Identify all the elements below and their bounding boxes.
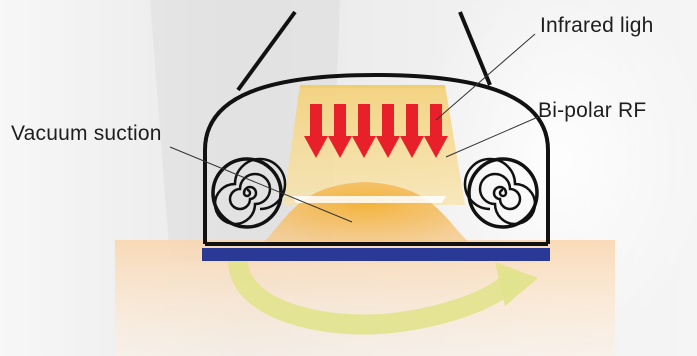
circulation-arrowhead-icon	[495, 262, 538, 306]
down-arrow-icon	[424, 104, 448, 158]
right-roller-spiral-icon	[463, 157, 539, 229]
down-arrow-icon	[328, 104, 352, 158]
rf-band	[292, 196, 446, 203]
circulation-arrow-icon	[228, 252, 520, 335]
rf-leader-line	[445, 116, 539, 158]
vacuum-leader-line	[169, 146, 353, 223]
heat-arrows	[304, 104, 448, 158]
device-housing	[203, 72, 550, 244]
infrared-leader-line	[435, 33, 536, 121]
down-arrow-icon	[304, 104, 328, 158]
down-arrow-icon	[376, 104, 400, 158]
left-handle	[236, 10, 297, 92]
electrode-bar	[202, 248, 550, 261]
infrared-zone	[283, 85, 465, 205]
down-arrow-icon	[400, 104, 424, 158]
bipolar-rf-label: Bi-polar RF	[538, 99, 647, 122]
right-handle	[458, 11, 492, 86]
infrared-label: Infrared ligh	[540, 14, 654, 37]
down-arrow-icon	[352, 104, 376, 158]
infrared-emitter	[300, 85, 445, 88]
vacuum-suction-label: Vacuum suction	[11, 122, 162, 145]
